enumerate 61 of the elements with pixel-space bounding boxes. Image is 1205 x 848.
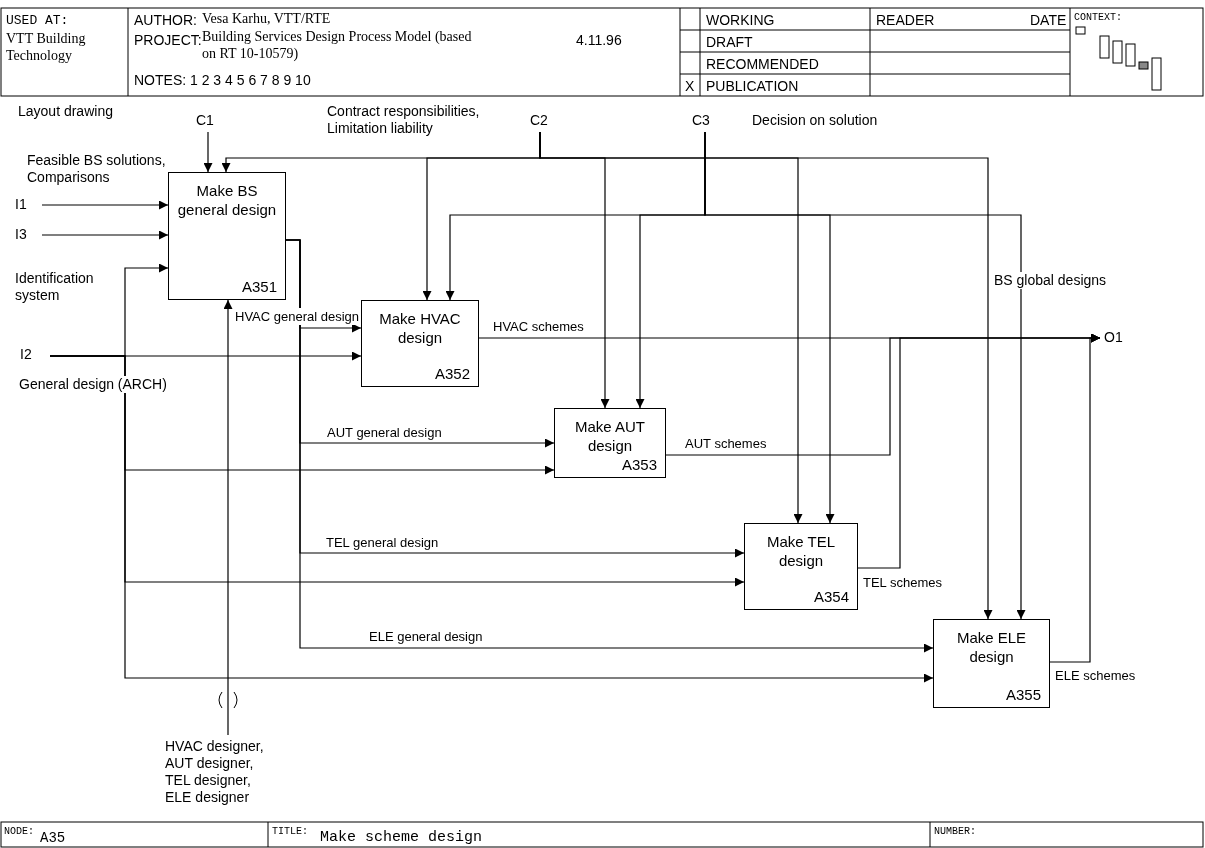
arrow-label: Decision on solution — [752, 112, 878, 129]
arrow — [1049, 333, 1101, 663]
date-value: 4.11.96 — [576, 32, 622, 49]
boundary-code: O1 — [1104, 329, 1123, 346]
activity-box — [744, 523, 858, 610]
form-field-label: NODE: — [4, 825, 34, 839]
status-option: RECOMMENDED — [706, 56, 819, 73]
form-field-label: USED AT: — [6, 12, 69, 29]
activity-number: A354 — [813, 588, 849, 605]
activity-name: Make ELE design — [955, 628, 1028, 666]
mechanism-label: HVAC designer, AUT designer, TEL designer, ELE designer — [165, 738, 275, 806]
activity-name: Make TEL design — [765, 532, 837, 570]
activity-box — [554, 408, 666, 478]
arrow-label: General design (ARCH) — [18, 376, 168, 393]
boundary-code: I3 — [15, 226, 27, 243]
notes-list: NOTES: 1 2 3 4 5 6 7 8 9 10 — [134, 72, 311, 89]
form-field-label: PROJECT: — [134, 32, 202, 49]
activity-number: A351 — [241, 278, 277, 295]
form-field-label: AUTHOR: — [134, 12, 197, 29]
arrow-label: Identification system — [15, 270, 95, 304]
arrow — [41, 230, 169, 240]
arrow — [704, 131, 1026, 620]
status-option: PUBLICATION — [706, 78, 799, 95]
organization-name: VTT Building Technology — [6, 30, 87, 64]
arrow-label: Feasible BS solutions, Comparisons — [27, 152, 167, 186]
activity-name: Make BS general design — [176, 181, 278, 219]
status-option: DRAFT — [706, 34, 753, 51]
form-field-label: TITLE: — [272, 825, 308, 839]
project-name: Building Services Design Process Model (based on RT 10-10579) — [202, 28, 473, 62]
activity-name: Make AUT design — [574, 417, 646, 455]
form-field-label: DATE — [1030, 12, 1067, 29]
arrow — [285, 239, 934, 653]
selection-mark: X — [685, 78, 695, 95]
arrow — [223, 299, 233, 736]
boundary-code: I1 — [15, 196, 27, 213]
boundary-code: C1 — [196, 112, 214, 129]
boundary-code: I2 — [20, 346, 32, 363]
form-field-label: CONTEXT: — [1074, 11, 1122, 25]
edge-label: HVAC general design — [234, 308, 361, 325]
arrow-label: Contract responsibilities, Limitation liability — [327, 103, 481, 137]
activity-number: A355 — [1005, 686, 1041, 703]
activity-box — [168, 172, 286, 300]
arrow — [203, 131, 213, 173]
activity-name: Make HVAC design — [378, 309, 462, 347]
activity-number: A353 — [621, 456, 657, 473]
status-option: WORKING — [706, 12, 775, 29]
boundary-code: C3 — [692, 112, 710, 129]
arrow — [49, 355, 934, 683]
form-field-label: READER — [876, 12, 935, 29]
node-number: A35 — [40, 830, 66, 847]
activity-box — [361, 300, 479, 387]
arrow-label: BS global designs — [993, 272, 1108, 289]
form-field-label: NUMBER: — [934, 825, 976, 839]
author-name: Vesa Karhu, VTT/RTE — [202, 10, 331, 27]
arrow-label: Layout drawing — [18, 103, 113, 120]
arrow — [539, 131, 993, 620]
activity-number: A352 — [434, 365, 470, 382]
arrow — [41, 200, 169, 210]
diagram-title: Make scheme design — [320, 829, 483, 846]
boundary-code: C2 — [530, 112, 548, 129]
activity-box — [933, 619, 1050, 708]
